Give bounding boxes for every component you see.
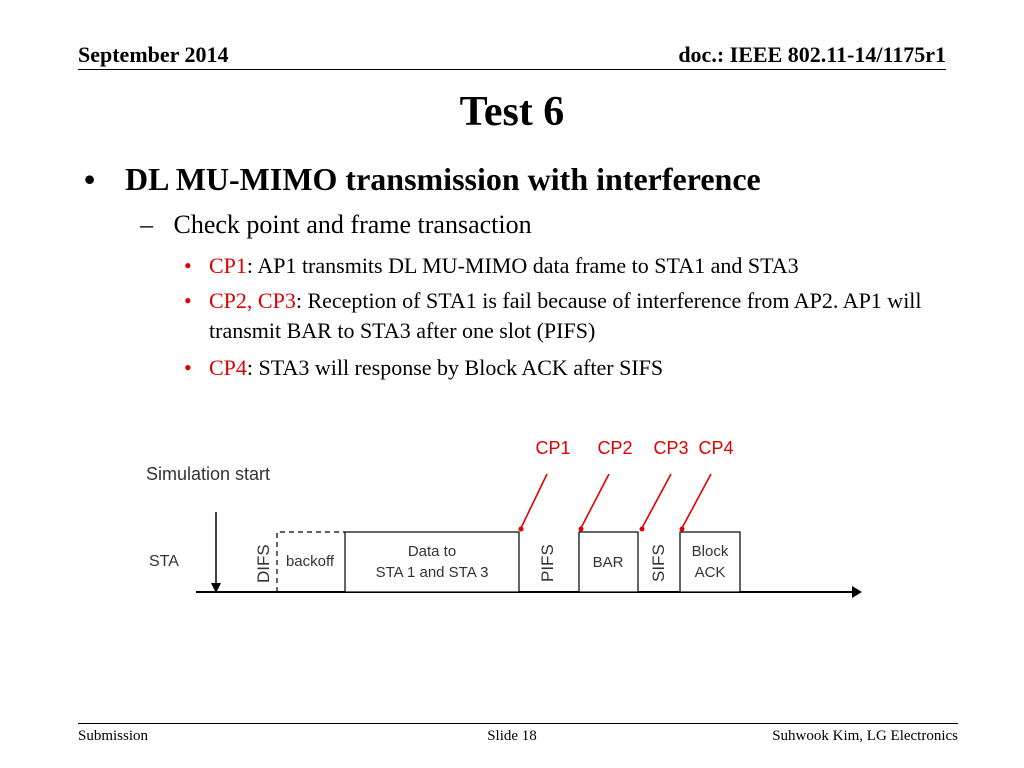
bullet-text: CP2, CP3: Reception of STA1 is fail beca… <box>209 286 924 346</box>
block-ack-line2: ACK <box>695 564 726 581</box>
simulation-start-label: Simulation start <box>146 464 270 484</box>
bar-frame-label: BAR <box>593 554 624 571</box>
cp-label: CP1 <box>209 253 247 278</box>
bullet-text: CP4: STA3 will response by Block ACK aft… <box>209 353 924 383</box>
bar-frame-box <box>578 531 639 593</box>
cp-description: : STA3 will response by Block ACK after … <box>246 355 664 380</box>
cp4-pointer <box>681 473 712 529</box>
cp1-point <box>518 526 524 532</box>
block-ack-line1: Block <box>692 543 729 560</box>
footer-author: Suhwook Kim, LG Electronics <box>772 728 958 744</box>
bullet-marker: • <box>184 355 192 380</box>
time-axis-arrowhead <box>852 586 862 598</box>
backoff-box <box>276 531 345 592</box>
slide-title: Test 6 <box>459 89 565 135</box>
cp4-label: CP4 <box>698 438 733 458</box>
cp-label: CP4 <box>209 355 247 380</box>
header-date: September 2014 <box>78 42 229 67</box>
pifs-label: PIFS <box>538 544 557 582</box>
cp1-label: CP1 <box>535 438 570 458</box>
cp3-point <box>639 526 645 532</box>
block-ack-box <box>679 531 741 593</box>
data-frame-box <box>344 531 520 593</box>
backoff-label: backoff <box>286 553 335 570</box>
footer-submission: Submission <box>78 728 149 744</box>
cp1-pointer <box>520 473 548 529</box>
header-doc-id: doc.: IEEE 802.11-14/1175r1 <box>678 42 946 67</box>
cp2-label: CP2 <box>597 438 632 458</box>
start-arrowhead <box>211 583 221 593</box>
bullet-text: CP1: AP1 transmits DL MU-MIMO data frame… <box>209 251 924 281</box>
cp4-point <box>679 526 685 532</box>
cp2-pointer <box>580 473 610 529</box>
cp-description: : AP1 transmits DL MU-MIMO data frame to… <box>246 253 799 278</box>
cp-markers: CP1 CP2 CP3 CP4 <box>518 438 734 532</box>
data-frame-line1: Data to <box>408 543 456 560</box>
bullet-level3-cp2-cp3: • CP2, CP3: Reception of STA1 is fail be… <box>184 286 924 346</box>
cp3-pointer <box>641 473 672 529</box>
bullet-text: DL MU-MIMO transmission with interferenc… <box>125 161 761 197</box>
footer-divider <box>78 723 958 724</box>
dash-marker: – <box>140 210 153 239</box>
cp-description: : Reception of STA1 is fail because of i… <box>209 288 922 343</box>
difs-label: DIFS <box>254 544 273 583</box>
cp-label: CP2, CP3 <box>209 288 296 313</box>
bullet-level3-cp4: • CP4: STA3 will response by Block ACK a… <box>184 353 924 383</box>
bullet-text: Check point and frame transaction <box>173 210 532 239</box>
sta-row-label: STA <box>149 553 179 570</box>
sifs-label: SIFS <box>649 544 668 582</box>
bullet-level2: – Check point and frame transaction <box>140 210 532 240</box>
footer-slide-number: Slide 18 <box>487 728 537 744</box>
bullet-marker: • <box>184 253 192 278</box>
bullet-marker: • <box>184 288 192 313</box>
bullet-marker: • <box>84 161 96 197</box>
cp2-point <box>578 526 584 532</box>
data-frame-line2: STA 1 and STA 3 <box>376 564 489 581</box>
header-divider <box>78 69 946 70</box>
cp3-label: CP3 <box>653 438 688 458</box>
bullet-level3-cp1: • CP1: AP1 transmits DL MU-MIMO data fra… <box>184 251 924 281</box>
timing-diagram: Simulation start STA DIFS backoff Data t… <box>146 438 862 598</box>
